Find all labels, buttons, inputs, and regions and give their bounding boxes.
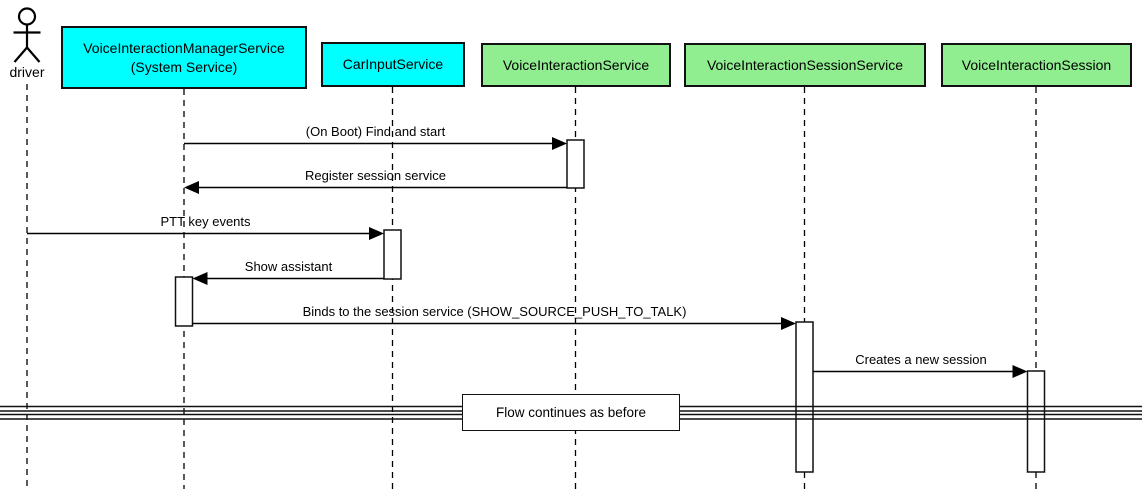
message-label-ptt-key-events: PTT key events: [160, 214, 251, 229]
message-arrow-ptt-key-events: [27, 227, 384, 240]
participant-label: VoiceInteractionService: [502, 56, 650, 73]
participant-voice-interaction-manager-service: VoiceInteractionManagerService (System S…: [61, 26, 307, 89]
message-arrow-register-session-service: [184, 181, 567, 194]
actor-driver-icon: [13, 7, 41, 63]
participant-voice-interaction-service: VoiceInteractionService: [481, 43, 671, 87]
actor-driver-label: driver: [9, 64, 45, 80]
participant-voice-interaction-session-service: VoiceInteractionSessionService: [684, 43, 926, 87]
participant-voice-interaction-session: VoiceInteractionSession: [941, 43, 1132, 87]
activation-bar-car-input-service: [383, 229, 402, 280]
participant-label: VoiceInteractionSession: [961, 56, 1112, 73]
participant-label: VoiceInteractionSessionService: [706, 56, 904, 73]
participant-car-input-service: CarInputService: [321, 42, 465, 87]
message-arrow-creates-a-new-session: [813, 365, 1028, 378]
participant-label-line-2: (System Service): [130, 58, 238, 75]
message-label-show-assistant: Show assistant: [244, 259, 333, 274]
message-label-creates-a-new-session: Creates a new session: [855, 352, 987, 367]
message-label-on-boot-find-and-start: (On Boot) Find and start: [305, 124, 446, 139]
message-arrow-binds-to-session-service: [192, 317, 796, 330]
activation-bar-voice-interaction-session: [1026, 370, 1046, 473]
activation-bar-voice-interaction-service: [566, 139, 585, 189]
participant-label: CarInputService: [342, 56, 444, 72]
message-arrow-show-assistant: [192, 272, 384, 285]
participant-label-line-1: VoiceInteractionManagerService: [83, 39, 285, 56]
activation-bar-voice-interaction-manager-service: [174, 276, 194, 327]
divider-label-box: Flow continues as before: [462, 394, 680, 431]
message-label-binds-to-session-service: Binds to the session service (SHOW_SOURC…: [302, 304, 687, 319]
activation-bar-voice-interaction-session-service: [795, 321, 814, 473]
message-arrow-on-boot-find-and-start: [184, 137, 567, 150]
message-label-register-session-service: Register session service: [305, 168, 446, 183]
divider-label: Flow continues as before: [495, 405, 647, 420]
